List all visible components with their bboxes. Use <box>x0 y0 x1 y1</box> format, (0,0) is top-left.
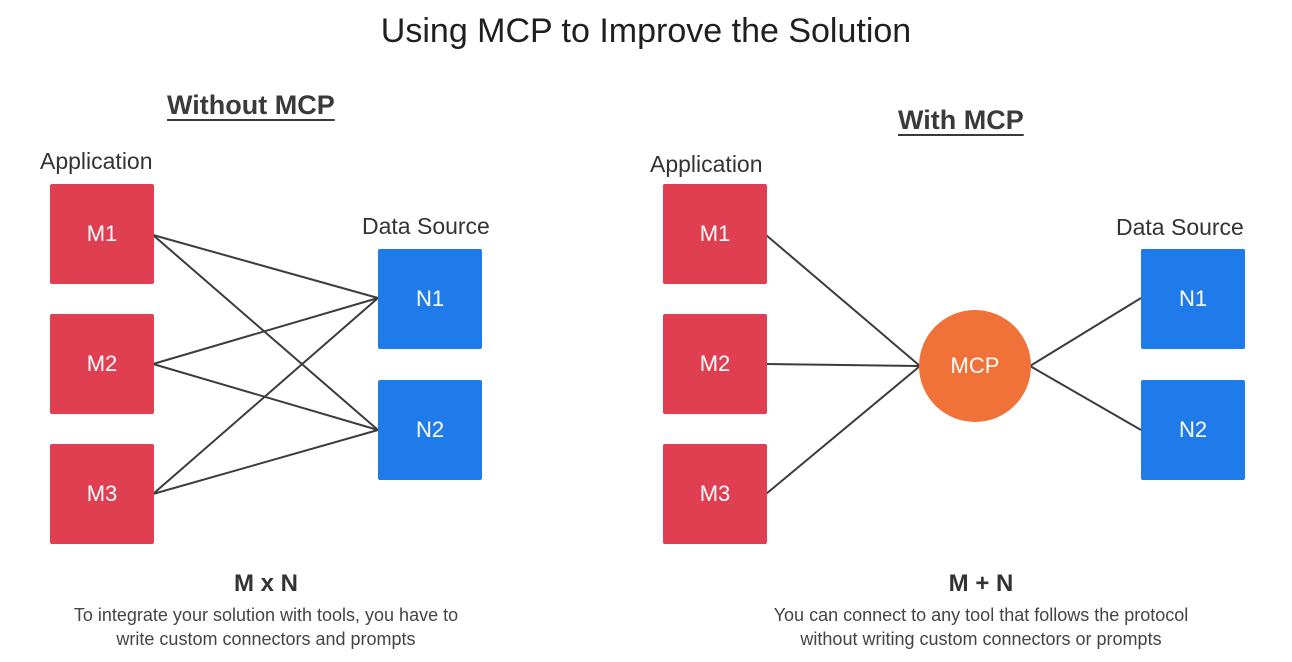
right-caption-line-2: without writing custom connectors or pro… <box>800 629 1162 649</box>
left-caption: To integrate your solution with tools, y… <box>20 603 512 651</box>
right-source-n1: N1 <box>1141 249 1245 349</box>
link-m2-n1 <box>152 297 379 365</box>
link-m1-mcp <box>765 234 921 367</box>
link-m3-n2 <box>152 429 379 495</box>
left-caption-line-1: To integrate your solution with tools, y… <box>73 605 459 625</box>
right-app-m2: M2 <box>663 314 767 414</box>
left-app-m2: M2 <box>50 314 154 414</box>
link-m3-n1 <box>152 297 379 495</box>
link-m2-mcp <box>765 363 921 367</box>
left-application-label: Application <box>40 148 153 174</box>
left-caption-line-2: write custom connectors and prompts <box>116 629 416 649</box>
mcp-hub: MCP <box>919 310 1031 422</box>
link-mcp-n1 <box>1029 297 1142 367</box>
link-m3-mcp <box>765 365 921 495</box>
right-caption-line-1: You can connect to any tool that follows… <box>773 605 1189 625</box>
right-data-source-label: Data Source <box>1116 214 1244 240</box>
link-mcp-n2 <box>1029 365 1142 431</box>
right-app-m3: M3 <box>663 444 767 544</box>
page-title: Using MCP to Improve the Solution <box>380 12 912 50</box>
with-mcp-heading: With MCP <box>898 105 1024 135</box>
right-application-label: Application <box>650 151 763 177</box>
link-m1-n2 <box>152 234 379 431</box>
left-source-n1: N1 <box>378 249 482 349</box>
link-m1-n1 <box>152 234 379 299</box>
left-app-m1: M1 <box>50 184 154 284</box>
right-formula: M + N <box>948 570 1014 597</box>
right-app-m1: M1 <box>663 184 767 284</box>
left-formula: M x N <box>233 570 298 597</box>
left-source-n2: N2 <box>378 380 482 480</box>
right-source-n2: N2 <box>1141 380 1245 480</box>
left-app-m3: M3 <box>50 444 154 544</box>
left-data-source-label: Data Source <box>362 213 490 239</box>
right-caption: You can connect to any tool that follows… <box>722 603 1240 651</box>
without-mcp-heading: Without MCP <box>167 90 335 120</box>
